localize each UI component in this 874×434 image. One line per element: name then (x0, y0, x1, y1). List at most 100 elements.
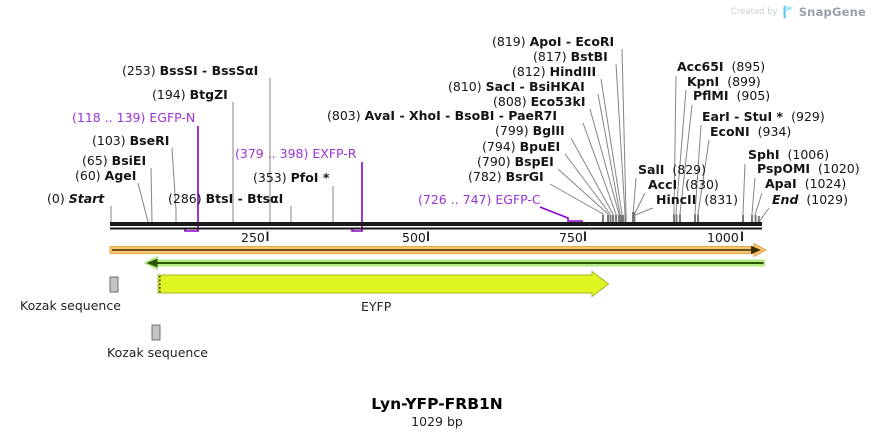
enzyme-name: ApaI (765, 176, 797, 191)
enzyme-label-acc65i[interactable]: Acc65I (895) (677, 60, 765, 74)
feature-label-exfp-r[interactable]: (379 .. 398)EXFP-R (235, 147, 357, 161)
cut-position: (808) (493, 94, 527, 109)
enzyme-label-hindiii[interactable]: (812)HindIII (512, 65, 596, 79)
enzyme-name: PspOMI (757, 161, 811, 176)
eyfp-feature-arrow[interactable] (157, 270, 610, 298)
enzyme-name: BseRI (129, 133, 170, 148)
enzyme-label-apoi[interactable]: (819)ApoI - EcoRI (492, 35, 614, 49)
cut-position: (905) (736, 88, 771, 103)
enzyme-name: ApoI - EcoRI (529, 34, 615, 49)
enzyme-label-kpni[interactable]: KpnI (899) (687, 75, 761, 89)
enzyme-label-btgzi[interactable]: (194)BtgZI (152, 88, 228, 102)
enzyme-label-apai[interactable]: ApaI (1024) (765, 177, 846, 191)
cut-position: (103) (92, 133, 126, 148)
feature-label-egfp-c[interactable]: (726 .. 747)EGFP-C (418, 193, 541, 207)
cut-position: (1024) (804, 176, 847, 191)
enzyme-label-avai[interactable]: (803)AvaI - XhoI - BsoBI - PaeR7I (327, 109, 557, 123)
kozak-box-1[interactable] (109, 276, 119, 293)
cut-position: (353) (253, 170, 287, 185)
enzyme-label-bspei[interactable]: (790)BspEI (477, 155, 554, 169)
kozak-label-2[interactable]: Kozak sequence (107, 345, 208, 360)
enzyme-name: Eco53kI (530, 94, 586, 109)
enzyme-label-acci[interactable]: AccI (830) (648, 178, 719, 192)
enzyme-name: BstBI (570, 49, 608, 64)
kozak-label-1[interactable]: Kozak sequence (20, 298, 121, 313)
enzyme-name: BsrGI (505, 169, 544, 184)
enzyme-name: AvaI - XhoI - BsoBI - PaeR7I (364, 108, 557, 123)
cut-position: (817) (533, 49, 567, 64)
enzyme-label-econi[interactable]: EcoNI(934) (710, 125, 791, 139)
end-text: End (772, 192, 799, 207)
enzyme-label-pspomi[interactable]: PspOMI (1020) (757, 162, 860, 176)
cut-position: (899) (727, 74, 761, 89)
enzyme-label-sphi[interactable]: SphI (1006) (748, 148, 829, 162)
sequence-backbone[interactable] (110, 222, 762, 230)
enzyme-label-pflmi[interactable]: PflMI (905) (693, 89, 770, 103)
enzyme-label-bsiei[interactable]: (65)BsiEI (82, 154, 146, 168)
enzyme-name: BsiEI (111, 153, 147, 168)
enzyme-name: BtsI - BtsαI (205, 191, 284, 206)
kozak-box-2[interactable] (151, 324, 161, 341)
enzyme-name: BspEI (514, 154, 554, 169)
cut-position: (829) (672, 162, 706, 177)
cut-position: (830) (685, 177, 719, 192)
enzyme-label-saci[interactable]: (810)SacI - BsiHKAI (448, 80, 585, 94)
enzyme-label-bstbi[interactable]: (817)BstBI (533, 50, 608, 64)
enzyme-name: AccI (648, 177, 678, 192)
ruler-label-250: 250 (241, 230, 265, 245)
ruler-label-500: 500 (402, 230, 426, 245)
enzyme-name: PfoI * (290, 170, 330, 185)
cut-position: (1020) (818, 161, 860, 176)
construct-forward-arrow[interactable] (109, 242, 767, 258)
enzyme-name: AgeI (104, 168, 137, 183)
enzyme-label-bsrgi[interactable]: (782)BsrGI (468, 170, 544, 184)
enzyme-name: EarI - StuI * (702, 109, 784, 124)
cut-position: (60) (75, 168, 101, 183)
end-label[interactable]: End(1029) (772, 193, 848, 207)
snapgene-logo-icon (783, 5, 794, 19)
cut-position: (929) (791, 109, 825, 124)
feature-range: (726 .. 747) (418, 192, 492, 207)
enzyme-name: BglII (532, 123, 565, 138)
enzyme-name: Acc65I (677, 59, 724, 74)
ruler-label-750: 750 (559, 230, 583, 245)
enzyme-label-bpuei[interactable]: (794)BpuEI (482, 140, 560, 154)
feature-name: EGFP-C (495, 192, 541, 207)
cut-position: (819) (492, 34, 526, 49)
ruler-ticks (266, 231, 743, 241)
enzyme-label-sali[interactable]: SalI(829) (638, 163, 706, 177)
plasmid-title: Lyn-YFP-FRB1N (371, 395, 503, 413)
cut-position: (0) (47, 191, 65, 206)
feature-name: EXFP-R (312, 146, 357, 161)
enzyme-label-pfoi[interactable]: (353)PfoI * (253, 171, 329, 185)
start-label[interactable]: (0)Start (47, 192, 104, 206)
enzyme-name: SphI (748, 147, 780, 162)
construct-reverse-arrow[interactable] (143, 255, 766, 271)
cut-position: (812) (512, 64, 546, 79)
enzyme-label-hincii[interactable]: HincII(831) (656, 193, 738, 207)
enzyme-name: SacI - BsiHKAI (485, 79, 585, 94)
feature-range: (379 .. 398) (235, 146, 309, 161)
cut-position: (831) (704, 192, 738, 207)
eyfp-label[interactable]: EYFP (361, 299, 392, 314)
enzyme-label-bsssi[interactable]: (253)BssSI - BssSαI (122, 64, 258, 78)
egfp-c-bracket (539, 206, 583, 224)
cut-position: (790) (477, 154, 511, 169)
cut-position: (895) (731, 59, 766, 74)
enzyme-name: KpnI (687, 74, 720, 89)
egfp-n-bracket (184, 126, 199, 232)
enzyme-name: HindIII (549, 64, 597, 79)
brand-name-text: SnapGene (798, 5, 866, 19)
enzyme-label-eco53ki[interactable]: (808)Eco53kI (493, 95, 586, 109)
enzyme-label-bglii[interactable]: (799)BglII (495, 124, 565, 138)
feature-label-egfp-n[interactable]: (118 .. 139)EGFP-N (72, 111, 195, 125)
enzyme-label-btsi[interactable]: (286)BtsI - BtsαI (168, 192, 283, 206)
enzyme-label-agei[interactable]: (60)AgeI (75, 169, 136, 183)
cut-site-mark-cluster (632, 212, 635, 222)
cut-position: (799) (495, 123, 529, 138)
start-text: Start (68, 191, 105, 206)
enzyme-label-bseri[interactable]: (103)BseRI (92, 134, 169, 148)
enzyme-name: PflMI (693, 88, 729, 103)
enzyme-label-eari[interactable]: EarI - StuI * (929) (702, 110, 825, 124)
cut-position: (1006) (787, 147, 830, 162)
